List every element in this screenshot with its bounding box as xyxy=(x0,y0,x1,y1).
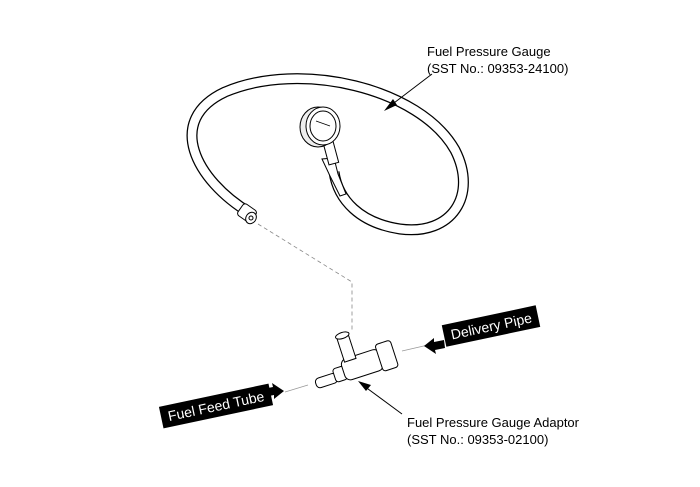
connection-guide-line xyxy=(257,223,353,330)
gauge-name: Fuel Pressure Gauge xyxy=(427,44,551,59)
gauge-leader-arrow xyxy=(384,73,433,111)
delivery-pipe-arrow-icon xyxy=(424,338,445,354)
adaptor-name: Fuel Pressure Gauge Adaptor xyxy=(407,415,579,430)
gauge-label: Fuel Pressure Gauge (SST No.: 09353-2410… xyxy=(427,43,568,77)
feed-guide-line xyxy=(284,384,309,393)
pressure-gauge xyxy=(299,106,347,197)
fuel-pressure-gauge-hose xyxy=(186,73,469,236)
adaptor-label: Fuel Pressure Gauge Adaptor (SST No.: 09… xyxy=(407,414,579,448)
gauge-adaptor xyxy=(314,331,399,389)
gauge-sst-number: (SST No.: 09353-24100) xyxy=(427,61,569,76)
hose-connector xyxy=(237,203,257,225)
adaptor-leader-arrow xyxy=(358,381,403,415)
delivery-guide-line xyxy=(401,344,429,352)
adaptor-sst-number: (SST No.: 09353-02100) xyxy=(407,432,549,447)
